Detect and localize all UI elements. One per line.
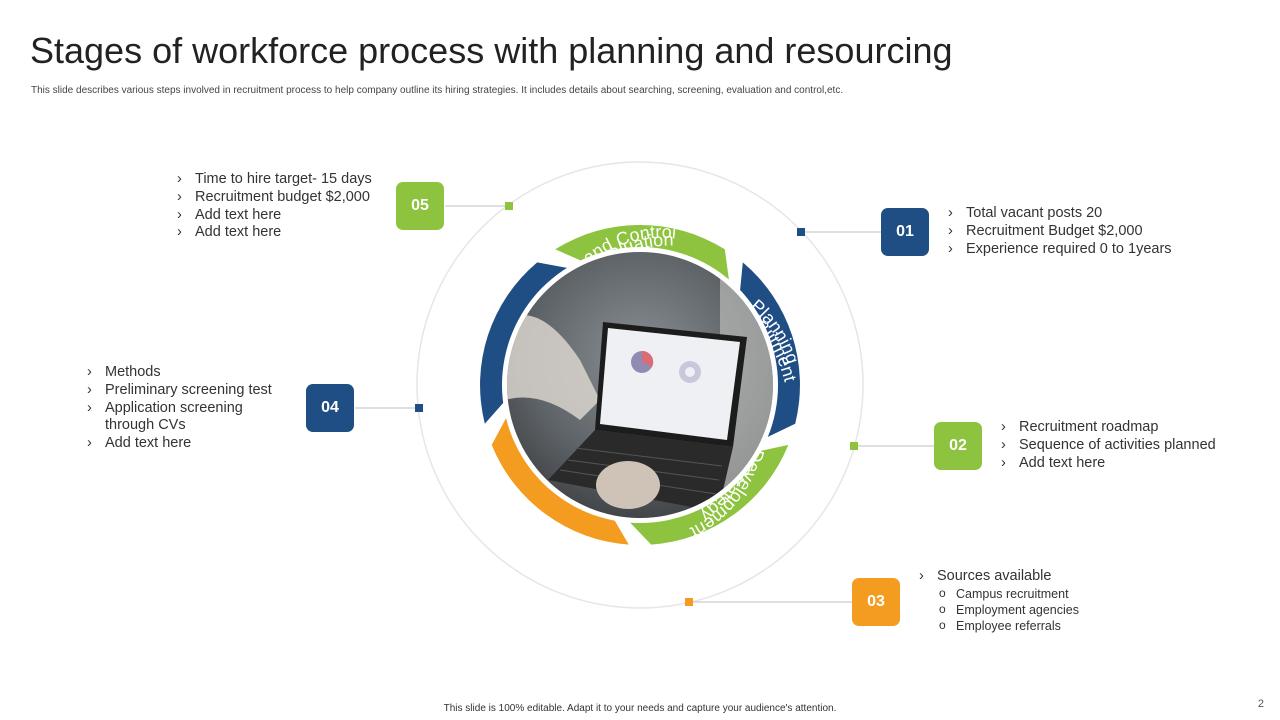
page-title: Stages of workforce process with plannin… — [30, 30, 953, 71]
stage-02-badge: 02 — [934, 422, 982, 470]
list-item: Recruitment budget $2,000 — [177, 189, 372, 207]
stage-04-label: Screening — [440, 389, 474, 472]
sub-list-item: Employee referrals — [937, 617, 1079, 634]
list-item: Recruitment Budget $2,000 — [948, 223, 1172, 241]
stage-01-badge: 01 — [881, 208, 929, 256]
dot-05 — [505, 202, 513, 210]
list-item: Methods — [87, 364, 287, 382]
stage-02-points: Recruitment roadmap Sequence of activiti… — [1001, 419, 1216, 472]
stage-03-badge: 03 — [852, 578, 900, 626]
list-item: Add text here — [87, 435, 287, 453]
stage-05-points: Time to hire target- 15 days Recruitment… — [177, 171, 372, 242]
list-item: Preliminary screening test — [87, 382, 287, 400]
stage-04-badge: 04 — [306, 384, 354, 432]
stage-03-sub-points: Campus recruitment Employment agencies E… — [937, 585, 1079, 635]
stage-03-points: Sources available Campus recruitment Emp… — [919, 568, 1079, 634]
list-item: Total vacant posts 20 — [948, 205, 1172, 223]
list-item: Recruitment roadmap — [1001, 419, 1216, 437]
connector-dots — [415, 202, 858, 606]
list-item: Add text here — [1001, 455, 1216, 473]
dot-03 — [685, 598, 693, 606]
dot-04 — [415, 404, 423, 412]
list-item-text: Sources available — [937, 568, 1052, 584]
list-item: Experience required 0 to 1years — [948, 241, 1172, 259]
center-photo — [502, 247, 778, 523]
stage-04-points: Methods Preliminary screening test Appli… — [87, 364, 287, 453]
list-item: Time to hire target- 15 days — [177, 171, 372, 189]
connector-lines — [355, 205, 934, 603]
list-item: Add text here — [177, 207, 372, 225]
outer-ring — [416, 161, 864, 609]
stage-01-points: Total vacant posts 20 Recruitment Budget… — [948, 205, 1172, 258]
dot-02 — [850, 442, 858, 450]
stage-03-label: Searching — [601, 541, 684, 572]
list-item: Add text here — [177, 224, 372, 242]
page-number: 2 — [1257, 698, 1264, 710]
stage-05-badge: 05 — [396, 182, 444, 230]
dot-01 — [797, 228, 805, 236]
footer-note: This slide is 100% editable. Adapt it to… — [443, 703, 837, 714]
list-item: Sources available Campus recruitment Emp… — [919, 568, 1079, 634]
list-item: Application screening through CVs — [87, 400, 255, 436]
list-item: Sequence of activities planned — [1001, 437, 1216, 455]
sub-list-item: Employment agencies — [937, 601, 1079, 618]
page-subtitle: This slide describes various steps invol… — [31, 85, 844, 96]
sub-list-item: Campus recruitment — [937, 585, 1079, 602]
